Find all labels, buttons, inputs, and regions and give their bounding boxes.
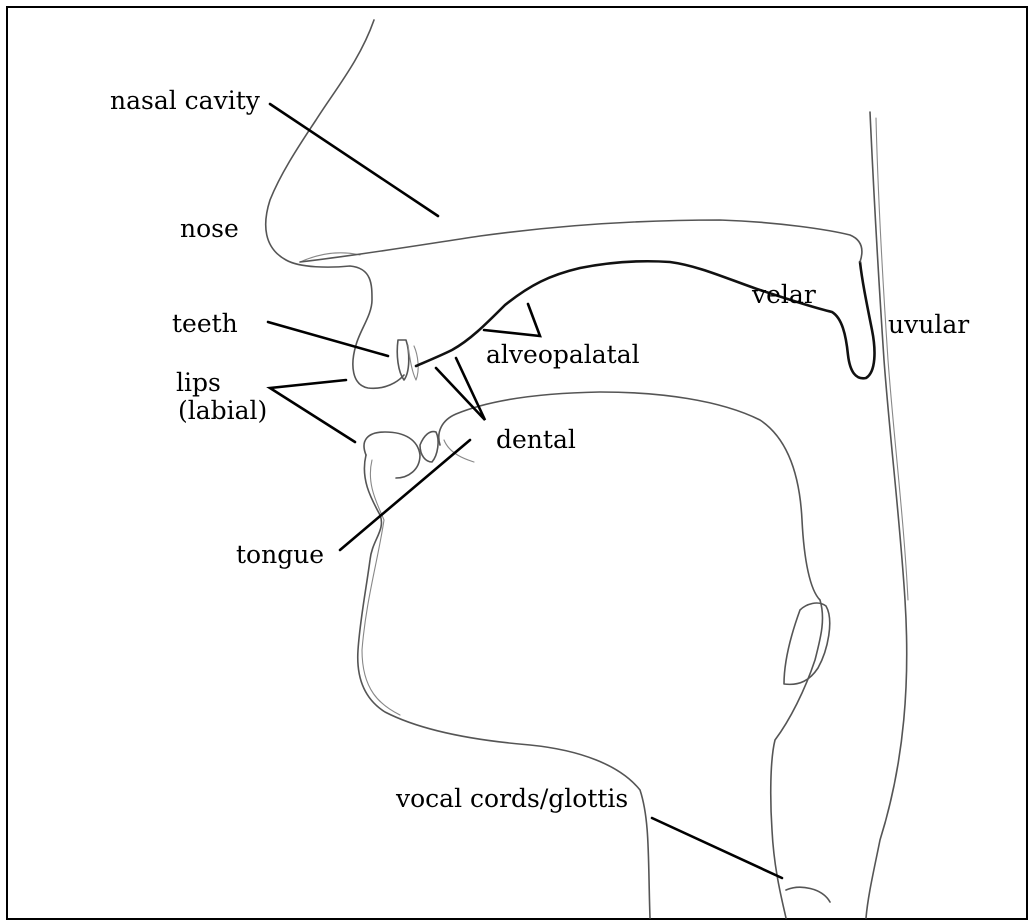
glottis-label: vocal cords/glottis <box>396 784 628 814</box>
jaw-neck-outline <box>358 455 650 918</box>
alveopalatal-leader <box>484 304 540 336</box>
face-profile-outline <box>266 20 404 388</box>
glottis-leader <box>652 818 782 878</box>
teeth-leader <box>268 322 388 356</box>
lips-leader <box>270 380 355 442</box>
nasal-cavity-leader <box>270 104 438 216</box>
alveopalatal-label: alveopalatal <box>486 340 640 370</box>
tongue-leader <box>340 440 470 550</box>
nasal-cavity-roof <box>300 220 862 262</box>
pharynx-back-wall-inner <box>876 118 908 600</box>
pharynx-back-wall <box>866 112 907 918</box>
dental-leader <box>436 358 485 420</box>
tongue-outline <box>439 392 823 918</box>
jaw-neck-outline-inner <box>362 460 400 715</box>
tongue-label: tongue <box>236 540 324 570</box>
upper-teeth-outline <box>397 340 409 380</box>
palate-outline <box>416 261 874 378</box>
lower-teeth-outline <box>420 432 438 462</box>
glottis-outline <box>786 887 830 902</box>
nose-label: nose <box>180 214 239 244</box>
velar-label: velar <box>752 280 816 310</box>
lower-lip-outline <box>364 432 420 478</box>
nasal-cavity-label: nasal cavity <box>110 86 260 116</box>
teeth-label: teeth <box>172 309 238 339</box>
labial-label: (labial) <box>178 396 267 426</box>
uvular-label: uvular <box>888 310 969 340</box>
dental-label: dental <box>496 425 576 455</box>
upper-teeth-inner <box>408 345 418 380</box>
lips-label: lips <box>176 368 221 398</box>
